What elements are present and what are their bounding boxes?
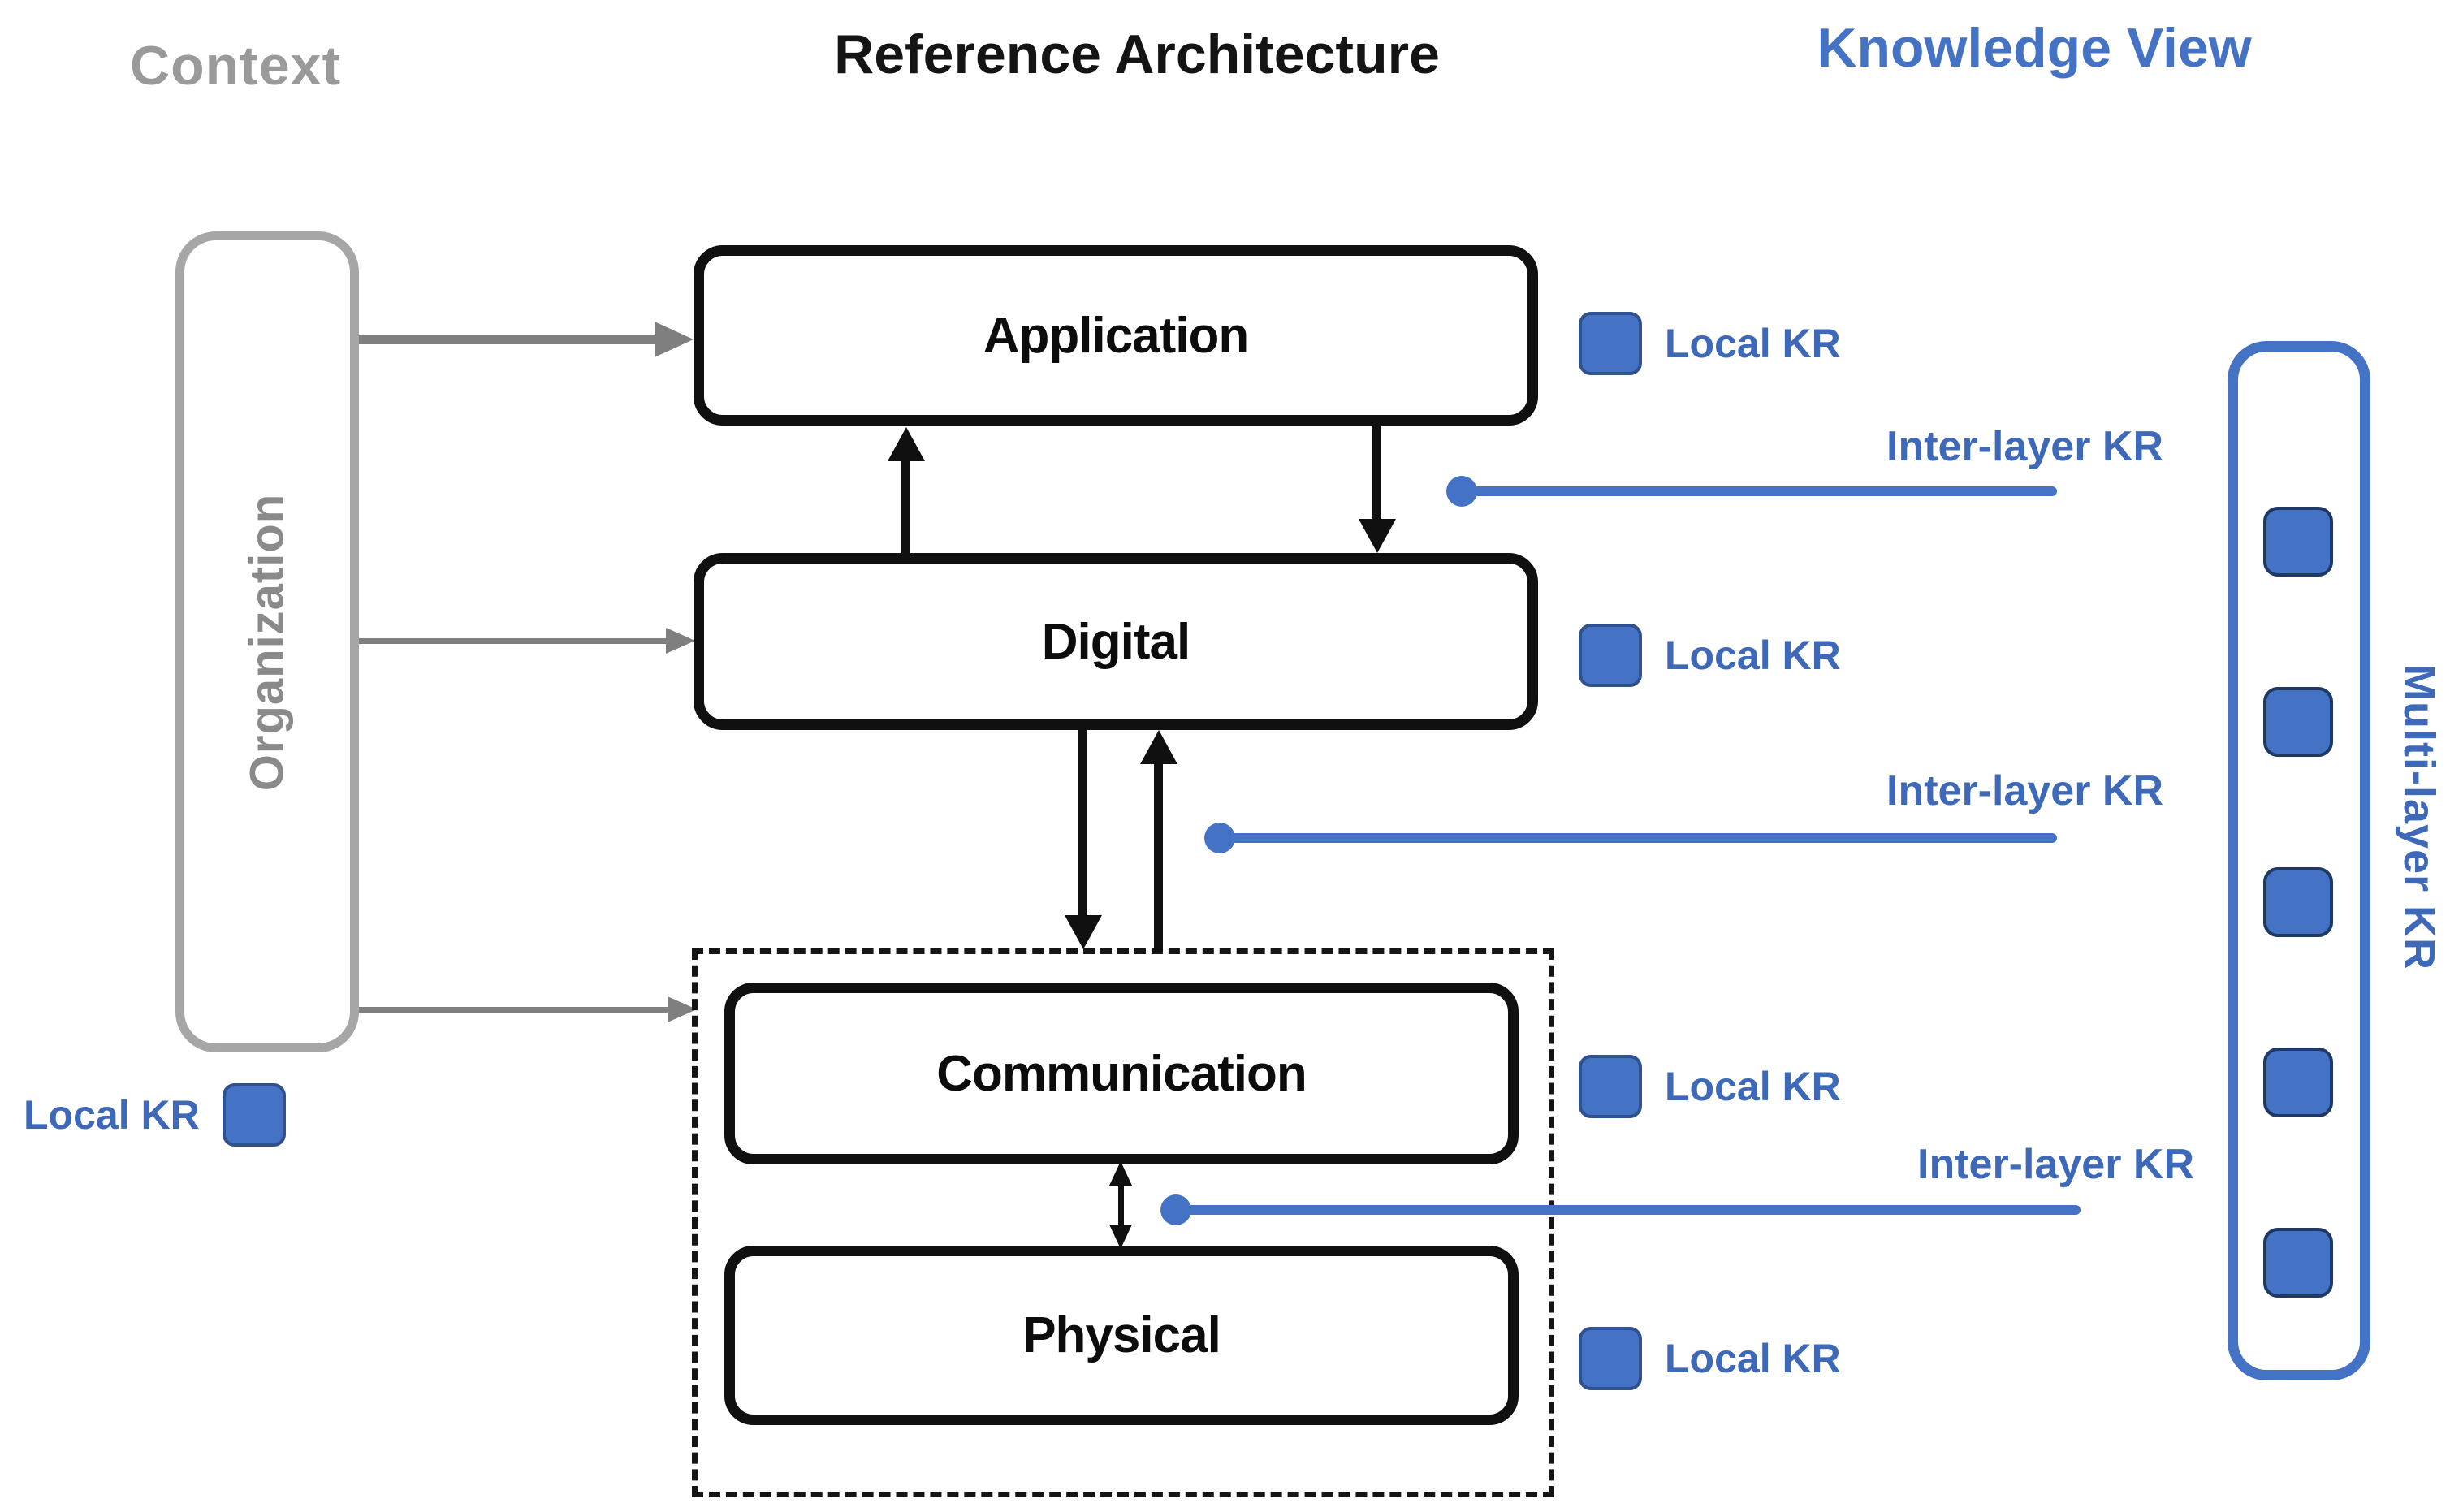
organization-box: Organization	[175, 231, 359, 1052]
arrowhead-up-icon	[1109, 1161, 1132, 1186]
communication-label: Communication	[936, 1045, 1307, 1102]
local-kr-badge-application: Local KR	[1579, 312, 1841, 375]
connector-line	[1179, 1205, 2081, 1215]
inter-layer-kr-label: Inter-layer KR	[1886, 423, 2163, 470]
kr-square-icon	[2263, 507, 2333, 577]
arrowhead-right-icon	[666, 628, 695, 654]
local-kr-badge-communication: Local KR	[1579, 1055, 1841, 1118]
arrow-shaft	[359, 1007, 669, 1013]
local-kr-label: Local KR	[1665, 1064, 1841, 1109]
arrow-shaft	[1118, 1184, 1124, 1226]
arrowhead-down-icon	[1065, 915, 1102, 949]
arrow-shaft	[1078, 730, 1087, 917]
physical-group-box	[692, 948, 1554, 1497]
connector-dot-icon	[1160, 1194, 1191, 1225]
kr-square-icon	[1579, 1327, 1642, 1390]
connector-dot-icon	[1446, 476, 1477, 507]
header-context: Context	[130, 35, 342, 97]
connector-line	[1462, 486, 2057, 496]
inter-layer-kr-label: Inter-layer KR	[1886, 767, 2163, 814]
arrow-shaft	[1154, 763, 1163, 952]
local-kr-label: Local KR	[1665, 321, 1841, 366]
physical-label: Physical	[1022, 1307, 1221, 1363]
kr-square-icon	[2263, 867, 2333, 937]
header-knowledge-view: Knowledge View	[1817, 17, 2252, 79]
arrow-shaft	[1372, 426, 1381, 521]
digital-label: Digital	[1041, 613, 1190, 670]
kr-square-icon	[222, 1083, 286, 1147]
kr-square-icon	[2263, 1228, 2333, 1298]
header-reference-architecture: Reference Architecture	[834, 24, 1440, 85]
arrowhead-down-icon	[1359, 519, 1396, 553]
local-kr-label: Local KR	[24, 1092, 200, 1138]
digital-box: Digital	[694, 553, 1538, 730]
arrowhead-up-icon	[1140, 730, 1177, 764]
inter-layer-kr-label: Inter-layer KR	[1917, 1141, 2194, 1188]
multi-layer-kr-panel	[2228, 341, 2370, 1380]
arrowhead-up-icon	[888, 427, 925, 461]
kr-square-icon	[2263, 687, 2333, 757]
local-kr-label: Local KR	[1665, 1336, 1841, 1381]
local-kr-badge-organization: Local KR	[24, 1083, 286, 1147]
application-box: Application	[694, 245, 1538, 426]
kr-square-icon	[1579, 312, 1642, 375]
communication-box: Communication	[724, 983, 1519, 1164]
kr-square-icon	[1579, 1055, 1642, 1118]
connector-dot-icon	[1204, 823, 1235, 853]
kr-square-icon	[1579, 624, 1642, 687]
arrow-shaft	[359, 638, 668, 644]
application-label: Application	[983, 307, 1250, 364]
local-kr-badge-physical: Local KR	[1579, 1327, 1841, 1390]
connector-line	[1220, 833, 2057, 843]
arrow-shaft	[359, 335, 656, 344]
arrowhead-right-icon	[655, 322, 694, 357]
organization-label: Organization	[240, 493, 294, 791]
arrowhead-down-icon	[1109, 1225, 1132, 1249]
multi-layer-kr-label: Multi-layer KR	[2395, 664, 2444, 971]
local-kr-badge-digital: Local KR	[1579, 624, 1841, 687]
arrow-shaft	[901, 460, 910, 553]
physical-box: Physical	[724, 1246, 1519, 1425]
local-kr-label: Local KR	[1665, 633, 1841, 678]
kr-square-icon	[2263, 1048, 2333, 1117]
